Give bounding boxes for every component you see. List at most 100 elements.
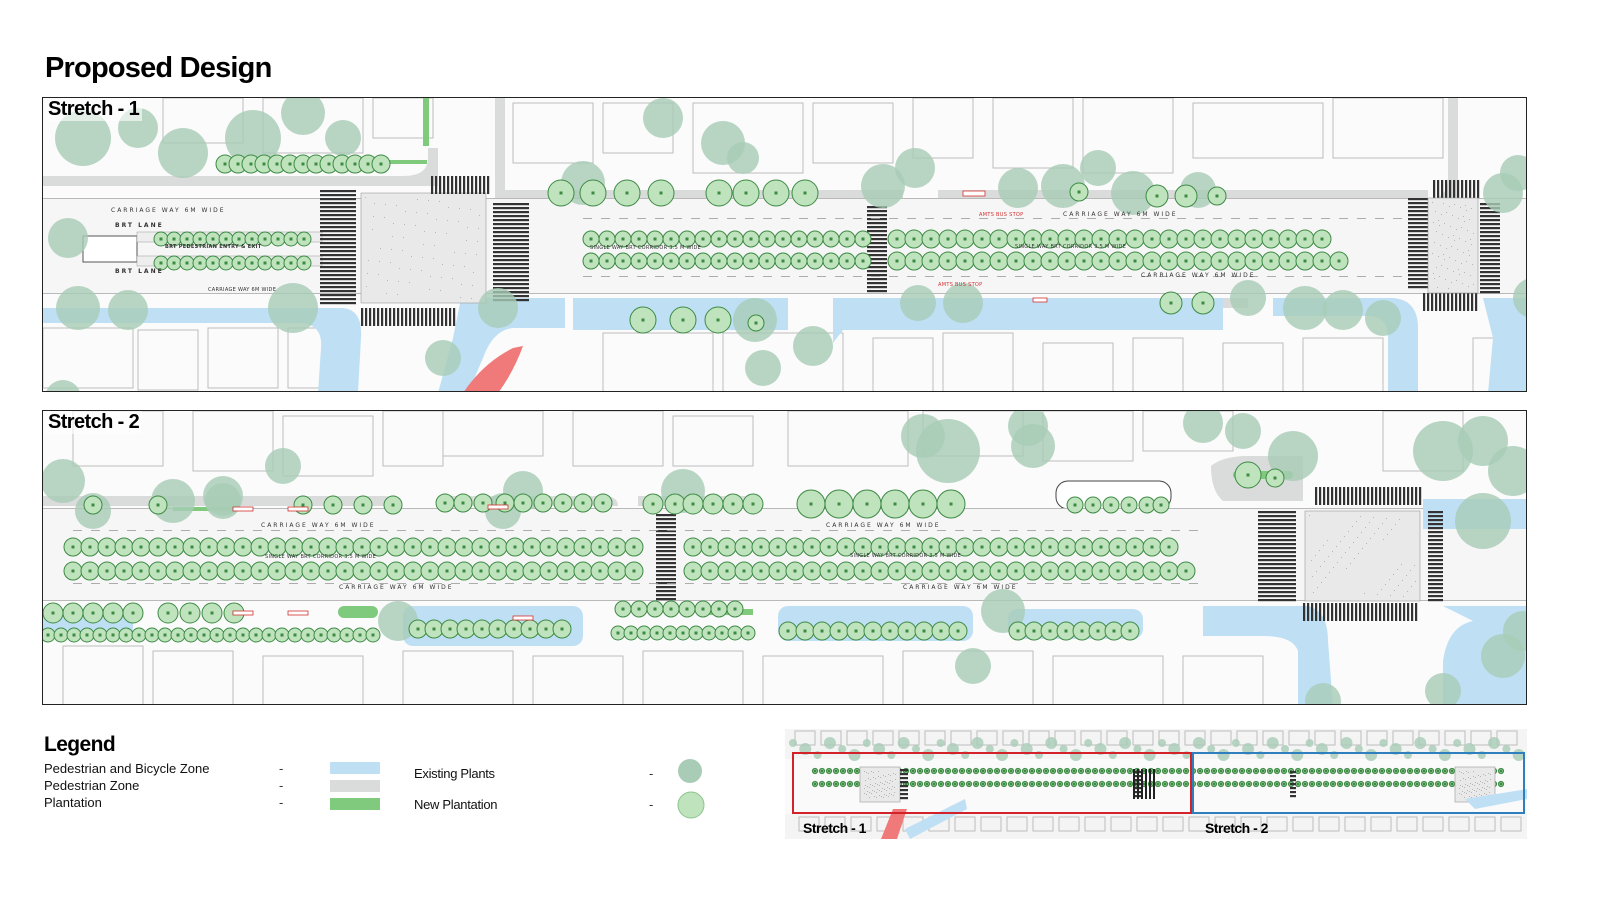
existing-tree: [922, 749, 935, 761]
tree-trunk: [340, 162, 344, 166]
tree-trunk: [1002, 769, 1006, 773]
tree-trunk: [302, 237, 306, 241]
key-map-drawing: [785, 729, 1527, 839]
tree-trunk: [1121, 769, 1125, 773]
tree-trunk: [1320, 259, 1324, 263]
tree-trunk: [289, 237, 293, 241]
building: [1006, 816, 1028, 832]
tree-trunk: [1201, 259, 1205, 263]
tree-trunk: [1201, 301, 1205, 305]
existing-tree: [325, 120, 361, 156]
existing-tree: [1305, 683, 1341, 704]
tree-trunk: [598, 545, 602, 549]
tree-trunk: [829, 237, 833, 241]
tree-trunk: [1282, 769, 1286, 773]
tree-trunk: [1233, 769, 1237, 773]
tree-trunk: [1246, 473, 1250, 477]
zebra-crossing: [1258, 511, 1296, 602]
plaza: [1304, 510, 1421, 602]
tree-trunk: [625, 191, 629, 195]
tree-trunk: [1121, 782, 1125, 786]
stretch-1-box: [792, 752, 1192, 814]
tree-trunk: [997, 237, 1001, 241]
building: [1110, 816, 1132, 832]
tree-trunk: [98, 633, 102, 637]
tree-trunk: [1443, 782, 1447, 786]
tree-trunk: [1226, 769, 1230, 773]
tree-trunk: [1331, 769, 1335, 773]
building: [1192, 102, 1324, 159]
tree-trunk: [781, 237, 785, 241]
tree-trunk: [701, 237, 705, 241]
existing-tree: [862, 739, 871, 747]
tree-trunk: [224, 261, 228, 265]
building: [722, 332, 844, 391]
tree-trunk: [263, 237, 267, 241]
building: [1214, 816, 1236, 832]
tree-trunk: [51, 611, 55, 615]
tree-trunk: [394, 569, 398, 573]
existing-tree: [478, 288, 518, 328]
tree-trunk: [1150, 237, 1154, 241]
existing-tree: [108, 290, 148, 330]
tree-trunk: [326, 569, 330, 573]
tree-trunk: [263, 261, 267, 265]
tree-trunk: [621, 237, 625, 241]
tree-trunk: [641, 318, 645, 322]
tree-trunk: [479, 569, 483, 573]
building: [1158, 730, 1180, 746]
tree-trunk: [1150, 545, 1154, 549]
tree-trunk: [810, 569, 814, 573]
existing-tree: [1207, 745, 1216, 753]
stretch-2-layers: [43, 411, 1526, 704]
tree-trunk: [953, 782, 957, 786]
tree-trunk: [827, 569, 831, 573]
tree-trunk: [156, 503, 160, 507]
building: [992, 98, 1074, 169]
legend-dash: -: [279, 761, 284, 776]
existing-tree: [1379, 739, 1388, 747]
tree-trunk: [72, 633, 76, 637]
tree-trunk: [564, 569, 568, 573]
tree-trunk: [343, 545, 347, 549]
key-map-crossing: [1133, 769, 1155, 799]
tree-trunk: [707, 631, 711, 635]
existing-tree: [912, 745, 920, 753]
existing-tree: [823, 737, 836, 749]
tree-trunk: [776, 569, 780, 573]
tree-trunk: [1226, 782, 1230, 786]
ped-bicycle-zone: [1203, 606, 1333, 704]
tree-trunk: [1261, 782, 1265, 786]
tree-trunk: [1163, 782, 1167, 786]
tree-trunk: [464, 627, 468, 631]
tree-trunk: [1072, 769, 1076, 773]
tree-trunk: [1170, 769, 1174, 773]
zebra-crossing: [1428, 511, 1443, 602]
tree-trunk: [911, 782, 915, 786]
tree-trunk: [820, 782, 824, 786]
tree-trunk: [461, 501, 465, 505]
tree-trunk: [1324, 782, 1328, 786]
tree-trunk: [462, 569, 466, 573]
tree-trunk: [621, 259, 625, 263]
tree-trunk: [228, 633, 232, 637]
tree-trunk: [813, 769, 817, 773]
tree-trunk: [1317, 769, 1321, 773]
legend-dash: -: [649, 766, 654, 781]
tree-trunk: [1269, 259, 1273, 263]
tree-trunk: [581, 545, 585, 549]
tree-trunk: [925, 782, 929, 786]
tree-trunk: [1072, 782, 1076, 786]
tree-trunk: [615, 569, 619, 573]
tree-trunk: [921, 502, 925, 506]
tree-trunk: [1030, 769, 1034, 773]
tree-trunk: [528, 627, 532, 631]
tree-trunk: [122, 569, 126, 573]
bus-stop: [287, 506, 309, 512]
tree-trunk: [1240, 782, 1244, 786]
existing-tree: [425, 340, 461, 376]
existing-tree: [1305, 739, 1314, 747]
tree-trunk: [1394, 782, 1398, 786]
tree-trunk: [871, 629, 875, 633]
building: [402, 650, 514, 704]
